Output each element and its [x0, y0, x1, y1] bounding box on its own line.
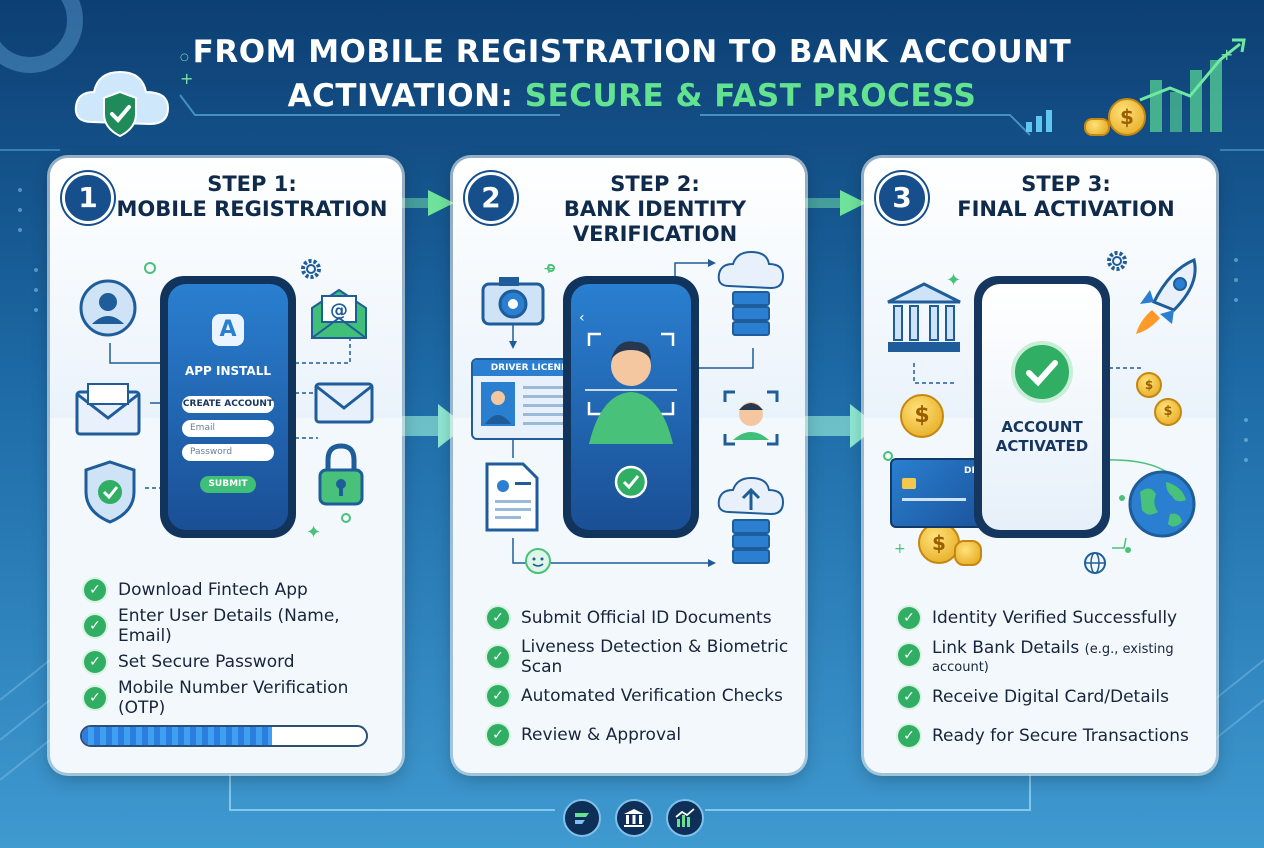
svg-text:+: + — [180, 69, 193, 88]
face-scan-icon — [723, 390, 779, 446]
check-icon: ✓ — [487, 645, 509, 668]
list-item: ✓Receive Digital Card/Details — [898, 677, 1206, 716]
coin-icon: $ — [1136, 372, 1162, 398]
step3-title: STEP 3: FINAL ACTIVATION — [957, 172, 1175, 221]
fintech-logo-icon — [563, 799, 601, 837]
cloud-server-icon — [717, 250, 785, 336]
check-icon: ✓ — [487, 684, 509, 707]
activated-check-icon — [1011, 341, 1073, 403]
app-store-icon: A — [212, 314, 244, 346]
check-icon: ✓ — [84, 579, 106, 601]
bar-chart-icon — [1026, 38, 1246, 132]
card-chip-icon — [902, 478, 916, 489]
svg-text:○: ○ — [180, 52, 189, 63]
document-icon — [485, 462, 539, 532]
step2-panel: 2 STEP 2: BANK IDENTITY VERIFICATION + D… — [453, 158, 805, 773]
biometric-face-icon — [525, 548, 551, 574]
gear-icon — [301, 259, 321, 279]
list-item: ✓Review & Approval — [487, 715, 795, 754]
card-stripe — [902, 498, 966, 501]
bank-icon — [615, 799, 653, 837]
list-item: ✓Submit Official ID Documents — [487, 598, 795, 637]
check-icon: ✓ — [487, 723, 509, 746]
step3-checklist: ✓Identity Verified Successfully ✓ Link B… — [898, 598, 1206, 755]
step2-phone: ‹ — [563, 276, 699, 538]
list-item: ✓Ready for Secure Transactions — [898, 716, 1206, 755]
check-icon: ✓ — [898, 685, 920, 708]
arrow-step1-to-step2-top — [384, 190, 454, 216]
progress-fill — [82, 727, 273, 745]
check-icon: ✓ — [487, 606, 509, 629]
license-photo-icon — [481, 382, 515, 426]
cloud-upload-icon — [717, 476, 785, 564]
list-item: ✓Mobile Number Verification (OTP) — [84, 678, 392, 718]
step2-title: STEP 2: BANK IDENTITY VERIFICATION — [563, 172, 747, 246]
padlock-icon — [318, 443, 364, 506]
envelope-icon — [314, 382, 374, 424]
email-field[interactable]: Email — [182, 420, 274, 437]
list-item: ✓Download Fintech App — [84, 572, 392, 608]
globe-icon — [1128, 470, 1196, 538]
list-item: ✓Automated Verification Checks — [487, 676, 795, 715]
submit-button[interactable]: SUBMIT — [200, 476, 256, 493]
list-item: ✓Enter User Details (Name, Email) — [84, 606, 392, 646]
coin-icon: $ — [1108, 98, 1146, 136]
step2-checklist: ✓Submit Official ID Documents ✓Liveness … — [487, 598, 795, 754]
svg-text:✦: ✦ — [946, 270, 961, 291]
email-envelope-icon: @ — [311, 288, 367, 339]
step3-panel: 3 STEP 3: FINAL ACTIVATION ✦ + $ $ $ — [864, 158, 1216, 773]
user-profile-icon — [79, 279, 137, 337]
list-item: ✓Set Secure Password — [84, 644, 392, 680]
create-account-heading: CREATE ACCOUNT — [182, 396, 274, 413]
svg-text:+: + — [894, 541, 906, 557]
page-title: FROM MOBILE REGISTRATION TO BANK ACCOUNT… — [192, 34, 1072, 114]
coin-icon: $ — [1154, 398, 1182, 426]
check-icon: ✓ — [898, 644, 920, 666]
license-label: DRIVER LICENEE — [473, 360, 591, 376]
list-item: ✓Identity Verified Successfully — [898, 598, 1206, 637]
step2-number-badge: 2 — [465, 172, 517, 224]
growth-chart-icon — [666, 799, 704, 837]
check-icon: ✓ — [84, 615, 106, 637]
step1-panel: 1 STEP 1: MOBILE REGISTRATION ✦ @ — [50, 158, 402, 773]
svg-text:✦: ✦ — [306, 522, 321, 543]
bank-building-icon — [887, 282, 961, 352]
network-globe-icon — [1084, 552, 1106, 574]
account-activated-status: ACCOUNT ACTIVATED — [995, 418, 1089, 455]
cloud-shield-icon — [74, 70, 170, 138]
check-icon: ✓ — [84, 687, 106, 709]
app-install-label: APP INSTALL — [184, 364, 272, 378]
registration-progress-bar — [80, 725, 368, 747]
mail-icon — [75, 383, 141, 436]
svg-text:+: + — [543, 261, 555, 277]
coin-icon: $ — [900, 394, 944, 438]
step1-checklist: ✓Download Fintech App ✓Enter User Detail… — [84, 572, 392, 718]
camera-icon — [481, 277, 545, 326]
step3-number-badge: 3 — [876, 172, 928, 224]
shield-check-icon — [84, 460, 136, 524]
password-field[interactable]: Password — [182, 444, 274, 461]
gear-icon — [1107, 251, 1127, 271]
rocket-icon — [1136, 257, 1197, 334]
coin-stack-icon — [1084, 118, 1110, 136]
step3-phone: ACCOUNT ACTIVATED — [974, 276, 1110, 538]
check-icon: ✓ — [898, 724, 920, 747]
svg-text:‹: ‹ — [579, 310, 585, 326]
step1-number-badge: 1 — [62, 172, 114, 224]
svg-text:@: @ — [330, 300, 348, 321]
face-scan-frame: ‹ — [579, 310, 677, 499]
check-icon: ✓ — [84, 651, 106, 673]
step1-title: STEP 1: MOBILE REGISTRATION — [116, 172, 388, 221]
step1-phone: A APP INSTALL CREATE ACCOUNT Email Passw… — [160, 276, 296, 538]
coin-stack-icon — [954, 540, 982, 566]
list-item: ✓Liveness Detection & Biometric Scan — [487, 637, 795, 677]
arrow-step2-to-step3-top — [796, 190, 866, 216]
check-icon: ✓ — [898, 606, 920, 629]
